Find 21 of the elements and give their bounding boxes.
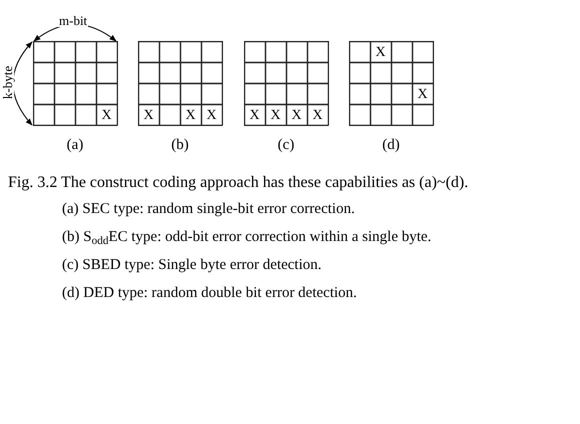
panel-label: (a) (66, 138, 84, 153)
error-mark: X (100, 106, 113, 124)
error-mark: X (374, 44, 387, 62)
figure-caption: Fig. 3.2 The construct coding approach has these capabilities as (a)~(d). (8, 173, 468, 193)
dimension-label: m-bit (58, 14, 88, 27)
error-mark: X (248, 106, 261, 124)
error-mark: X (184, 106, 197, 124)
capability-description: (b) S$_{odd}$EC type: odd-bit error correction within a single byte. (62, 228, 432, 247)
error-mark: X (269, 106, 282, 124)
error-mark: X (142, 106, 155, 124)
capability-description: (a) SEC type: random single-bit error correction. (62, 200, 356, 219)
error-mark: X (290, 106, 303, 124)
error-mark: X (416, 86, 429, 104)
capability-description: (d) DED type: random double bit error detection. (62, 284, 358, 303)
panel-label: (b) (170, 138, 190, 153)
panel-label: (d) (381, 138, 401, 153)
panel-label: (c) (276, 138, 296, 153)
error-mark: X (311, 106, 324, 124)
dimension-label: k-byte (1, 64, 14, 100)
capability-description: (c) SBED type: Single byte error detection. (62, 256, 323, 275)
error-mark: X (205, 106, 218, 124)
